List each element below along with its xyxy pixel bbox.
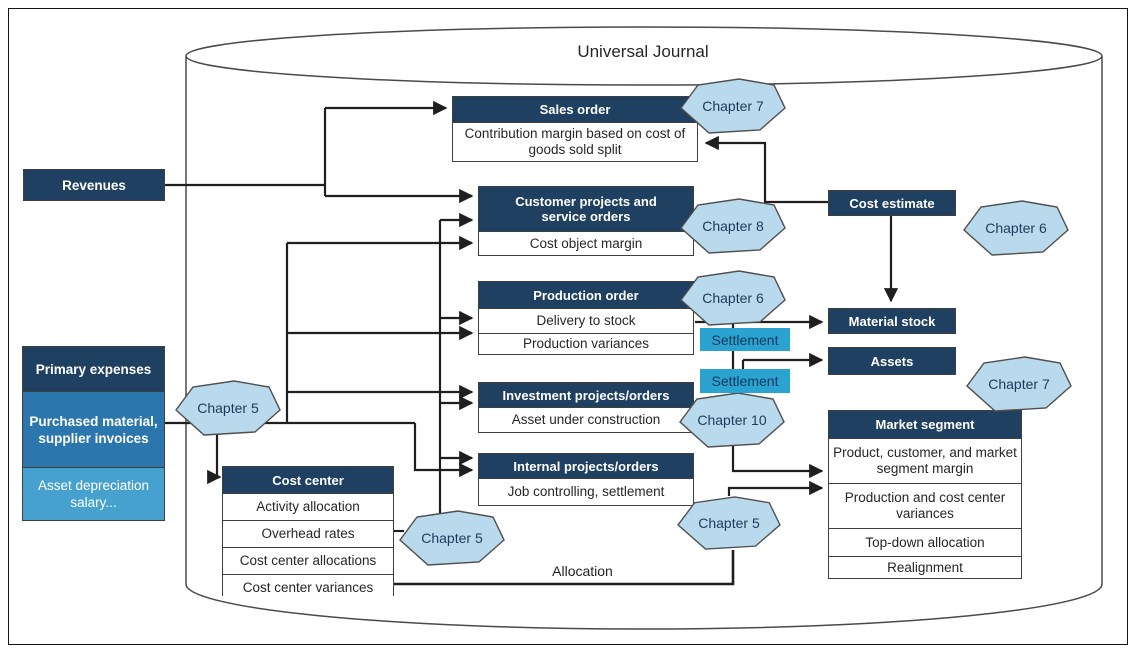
- chapter-badge-internal: Chapter 5: [677, 496, 781, 550]
- primary-expenses-header: Primary expenses: [23, 347, 164, 391]
- investment-projects-row: Asset under construction: [479, 407, 693, 432]
- cost-estimate-box: Cost estimate: [828, 190, 956, 216]
- production-order-row: Production variances: [479, 333, 693, 354]
- customer-projects-box: Customer projects and service orders Cos…: [478, 186, 694, 256]
- settlement-label: Settlement: [700, 369, 790, 393]
- market-segment-row: Top-down allocation: [829, 528, 1021, 556]
- heptagon-icon: [680, 198, 786, 254]
- primary-expenses-box: Primary expenses Purchased material, sup…: [22, 346, 165, 521]
- investment-projects-header: Investment projects/orders: [479, 383, 693, 407]
- heptagon-icon: [680, 270, 786, 326]
- market-segment-box: Market segment Product, customer, and ma…: [828, 410, 1022, 579]
- cost-center-row: Cost center allocations: [223, 547, 393, 574]
- chapter-badge-production: Chapter 6: [680, 270, 786, 326]
- cost-center-box: Cost center Activity allocation Overhead…: [222, 466, 394, 601]
- outer-border: [8, 8, 1128, 645]
- material-stock-box: Material stock: [828, 308, 956, 334]
- market-segment-row: Product, customer, and market segment ma…: [829, 438, 1021, 483]
- chapter-badge-cost-center: Chapter 5: [399, 510, 505, 566]
- cost-center-header: Cost center: [223, 467, 393, 493]
- heptagon-icon: [175, 380, 281, 436]
- market-segment-row: Realignment: [829, 556, 1021, 578]
- customer-projects-header: Customer projects and service orders: [479, 187, 693, 231]
- chapter-badge-investment: Chapter 10: [679, 392, 785, 448]
- cost-center-row: Overhead rates: [223, 520, 393, 547]
- chapter-badge-customer: Chapter 8: [680, 198, 786, 254]
- sales-order-body: Contribution margin based on cost of goo…: [453, 122, 697, 161]
- internal-projects-box: Internal projects/orders Job controlling…: [478, 453, 694, 506]
- diagram-title: Universal Journal: [577, 42, 709, 61]
- cost-center-row: Activity allocation: [223, 493, 393, 520]
- investment-projects-box: Investment projects/orders Asset under c…: [478, 382, 694, 433]
- revenues-box: Revenues: [23, 169, 165, 201]
- database-cylinder-icon: [185, 26, 1103, 630]
- heptagon-icon: [966, 356, 1072, 412]
- settlement-label: Settlement: [700, 328, 790, 351]
- heptagon-icon: [680, 78, 786, 134]
- purchased-material-cell: Purchased material, supplier invoices: [23, 391, 164, 467]
- connector-arrows: [207, 100, 899, 496]
- sales-order-box: Sales order Contribution margin based on…: [452, 96, 698, 162]
- customer-projects-row: Cost object margin: [479, 231, 693, 255]
- market-segment-header: Market segment: [829, 411, 1021, 438]
- allocation-label: Allocation: [552, 563, 613, 579]
- sales-order-header: Sales order: [453, 97, 697, 122]
- internal-projects-header: Internal projects/orders: [479, 454, 693, 478]
- assets-box: Assets: [828, 347, 956, 375]
- asset-depreciation-cell: Asset depreciation salary...: [23, 467, 164, 520]
- heptagon-icon: [677, 496, 781, 550]
- heptagon-icon: [963, 200, 1069, 256]
- production-order-header: Production order: [479, 282, 693, 308]
- chapter-badge-market: Chapter 7: [966, 356, 1072, 412]
- market-segment-row: Production and cost center variances: [829, 483, 1021, 528]
- production-order-row: Delivery to stock: [479, 308, 693, 333]
- heptagon-icon: [679, 392, 785, 448]
- heptagon-icon: [399, 510, 505, 566]
- chapter-badge-sales: Chapter 7: [680, 78, 786, 134]
- chapter-badge-cost-estimate: Chapter 6: [963, 200, 1069, 256]
- cost-center-row: Cost center variances: [223, 574, 393, 601]
- internal-projects-row: Job controlling, settlement: [479, 478, 693, 505]
- chapter-badge-expenses: Chapter 5: [175, 380, 281, 436]
- production-order-box: Production order Delivery to stock Produ…: [478, 281, 694, 355]
